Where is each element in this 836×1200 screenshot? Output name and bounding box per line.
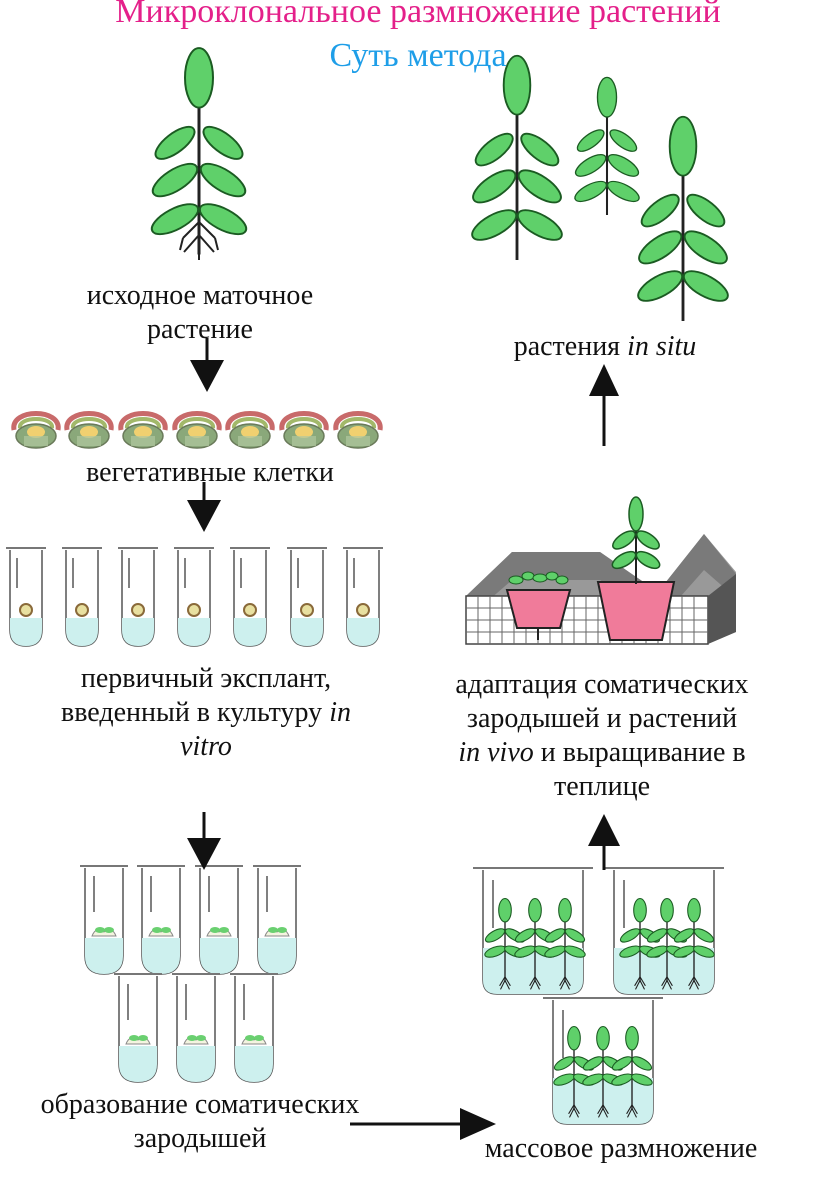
cell-icon: [14, 414, 58, 449]
test-tube-icon: [61, 547, 103, 647]
in-situ-plants-icon: [466, 54, 734, 323]
arrow-icon: [589, 364, 619, 446]
arrow-icon: [588, 814, 620, 870]
in-situ-text: растения: [513, 331, 628, 362]
explant-italic-vitro: vitro: [180, 731, 232, 762]
beaker-bottom: [542, 997, 664, 1125]
test-tube-icon: [171, 973, 221, 1083]
arrow-icon: [187, 812, 221, 870]
beaker-right: [603, 867, 725, 995]
test-tube-icon: [79, 865, 129, 975]
mother-plant-icon: [145, 46, 253, 260]
in-situ-label: растения in situ: [430, 330, 780, 364]
cell-icons: [14, 414, 380, 449]
test-tube-icon: [342, 547, 384, 647]
adapt-label-line3: in vivo и выращивание в: [412, 736, 792, 770]
explant-label: первичный эксплант, введенный в культуру…: [6, 662, 406, 764]
beaker-left: [472, 867, 594, 995]
test-tube-icon: [5, 547, 47, 647]
adapt-label-line1: адаптация соматических: [455, 669, 749, 700]
test-tube-icon: [252, 865, 302, 975]
explant-italic: in: [329, 697, 351, 728]
explant-tubes: [5, 547, 384, 647]
page-subtitle: Суть метода: [329, 37, 507, 74]
arrow-icon: [190, 338, 224, 392]
adapt-label-line4: теплице: [553, 771, 651, 802]
embryos-label-line2: зародышей: [133, 1123, 267, 1154]
cell-icon: [228, 414, 272, 449]
test-tube-icon: [173, 547, 215, 647]
test-tube-icon: [117, 547, 159, 647]
explant-label-line2: введенный в культуру in: [6, 696, 406, 730]
mother-label-line1: исходное маточное: [86, 280, 314, 311]
test-tube-icon: [229, 973, 279, 1083]
explant-label-line3: vitro: [6, 730, 406, 764]
mother-label-line2: растение: [147, 314, 253, 345]
cell-icon: [336, 414, 380, 449]
in-situ-italic: in situ: [627, 331, 697, 362]
explant-text: введенный в культуру: [61, 697, 330, 728]
cell-icon: [67, 414, 111, 449]
arrow-icon: [350, 1108, 496, 1140]
adapt-label-line2: зародышей и растений: [466, 703, 738, 734]
explant-label-line1: первичный эксплант,: [80, 663, 332, 694]
cells-label: вегетативные клетки: [86, 457, 334, 488]
test-tube-icon: [113, 973, 163, 1083]
embryo-tubes: [79, 865, 302, 1083]
embryos-label-line1: образование соматических: [40, 1089, 360, 1120]
arrow-icon: [187, 482, 221, 532]
test-tube-icon: [286, 547, 328, 647]
cell-icon: [121, 414, 165, 449]
adapt-text: и выращивание в: [533, 737, 746, 768]
embryos-label: образование соматических зародышей: [0, 1088, 400, 1156]
adapt-italic: in vivo: [458, 737, 534, 768]
cell-icon: [282, 414, 326, 449]
test-tube-icon: [136, 865, 186, 975]
test-tube-icon: [194, 865, 244, 975]
arrow-icons: [187, 338, 620, 1140]
page-title: Микроклональное размножение растений: [115, 0, 721, 30]
adapt-label: адаптация соматических зародышей и расте…: [412, 668, 792, 804]
test-tube-icon: [229, 547, 271, 647]
cell-icon: [175, 414, 219, 449]
mass-label: массовое размножение: [484, 1133, 758, 1164]
mother-plant-label: исходное маточное растение: [20, 279, 380, 347]
greenhouse-icon: [465, 496, 736, 645]
